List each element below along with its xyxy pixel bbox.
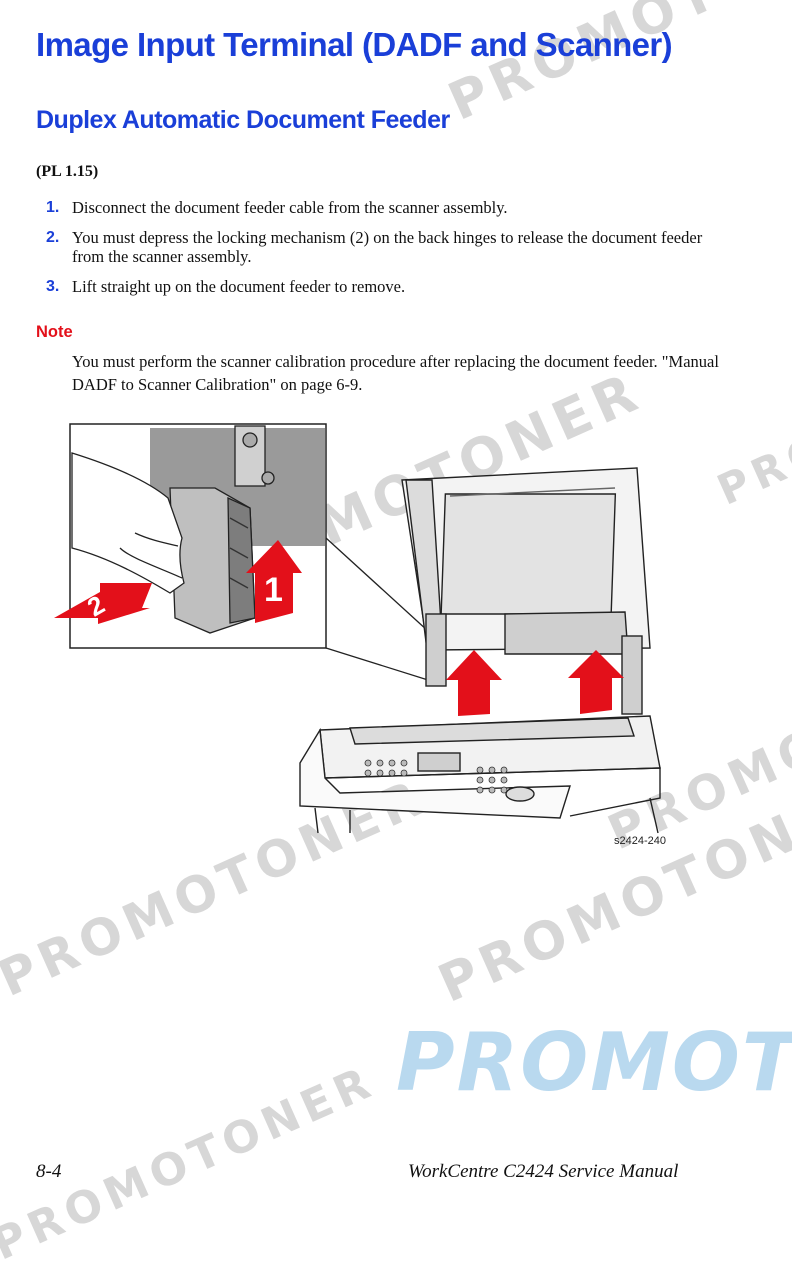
step-item: 3. Lift straight up on the document feed… (36, 277, 736, 296)
watermark-logo: PROMOT (396, 1016, 792, 1109)
step-number: 1. (46, 199, 60, 216)
page-content: Image Input Terminal (DADF and Scanner) … (36, 26, 736, 1182)
page-number: 8-4 (36, 1161, 62, 1182)
step-text: Lift straight up on the document feeder … (72, 277, 406, 296)
page-title: Image Input Terminal (DADF and Scanner) (36, 26, 673, 63)
lift-arrow (568, 650, 624, 714)
step-text: Disconnect the document feeder cable fro… (72, 198, 508, 217)
dadf-removal-illustration: 1 2 (54, 423, 661, 834)
procedure-steps: 1. Disconnect the document feeder cable … (36, 198, 736, 307)
step-number: 2. (46, 229, 60, 246)
lift-arrow (446, 650, 502, 716)
step-number: 3. (46, 278, 60, 295)
step-item: 2. You must depress the locking mechanis… (36, 228, 736, 266)
note-heading: Note (36, 323, 73, 341)
manual-title: WorkCentre C2424 Service Manual (408, 1161, 679, 1182)
step-item: 1. Disconnect the document feeder cable … (36, 198, 736, 217)
step-text: You must depress the locking mechanism (… (72, 228, 703, 266)
callout-1-label: 1 (264, 571, 283, 609)
note-text: You must perform the scanner calibration… (72, 352, 719, 394)
section-title: Duplex Automatic Document Feeder (36, 106, 450, 134)
figure-label: s2424-240 (614, 835, 666, 847)
parts-list-reference: (PL 1.15) (36, 163, 99, 180)
